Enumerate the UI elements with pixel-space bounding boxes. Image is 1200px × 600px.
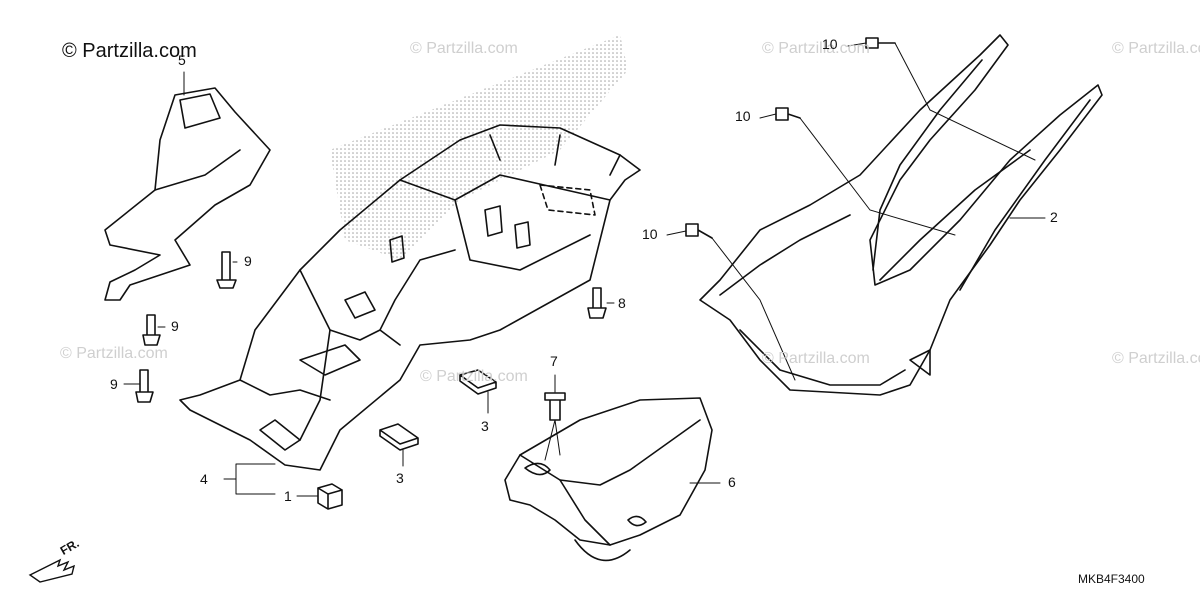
part-7-bolt xyxy=(544,392,566,421)
front-direction-arrow xyxy=(28,558,76,583)
part-3-pad-a xyxy=(459,369,497,395)
part-main-rear-fender xyxy=(179,124,641,471)
callout-7: 7 xyxy=(550,353,558,369)
watermark: © Partzilla.com xyxy=(60,345,168,362)
callout-6: 6 xyxy=(728,474,736,490)
watermark: © Partzilla.com xyxy=(410,40,518,57)
part-10-screw-a xyxy=(865,37,896,49)
part-5-splash-guard xyxy=(104,87,271,301)
callout-10b: 10 xyxy=(735,108,751,124)
callout-1: 1 xyxy=(284,488,292,504)
callout-5: 5 xyxy=(178,52,186,68)
part-9-clip-c xyxy=(135,369,154,403)
callout-2: 2 xyxy=(1050,209,1058,225)
callout-3b: 3 xyxy=(396,470,404,486)
part-6-fender-cover xyxy=(504,397,713,546)
callout-9a: 9 xyxy=(244,253,252,269)
callout-8: 8 xyxy=(618,295,626,311)
callout-10a: 10 xyxy=(822,36,838,52)
watermark: © Partzilla.com xyxy=(420,368,528,385)
callout-3a: 3 xyxy=(481,418,489,434)
diagram-code: MKB4F3400 xyxy=(1078,572,1145,586)
part-9-clip-a xyxy=(216,251,237,289)
copyright-text: © Partzilla.com xyxy=(62,40,197,62)
part-10-screw-c xyxy=(685,223,713,239)
watermark: © Partzilla.com xyxy=(1112,40,1200,57)
part-8-clip xyxy=(587,287,607,319)
watermark: © Partzilla.com xyxy=(1112,350,1200,367)
stipple-shading xyxy=(330,35,628,260)
part-1-nut xyxy=(317,483,343,510)
part-9-clip-b xyxy=(142,314,161,346)
callout-10c: 10 xyxy=(642,226,658,242)
part-2-rear-cowl xyxy=(699,34,1103,396)
watermark: © Partzilla.com xyxy=(762,40,870,57)
callout-9c: 9 xyxy=(110,376,118,392)
callout-9b: 9 xyxy=(171,318,179,334)
part-3-pad-b xyxy=(379,423,419,451)
watermark: © Partzilla.com xyxy=(762,350,870,367)
callout-4: 4 xyxy=(200,471,208,487)
part-10-screw-b xyxy=(775,107,801,121)
